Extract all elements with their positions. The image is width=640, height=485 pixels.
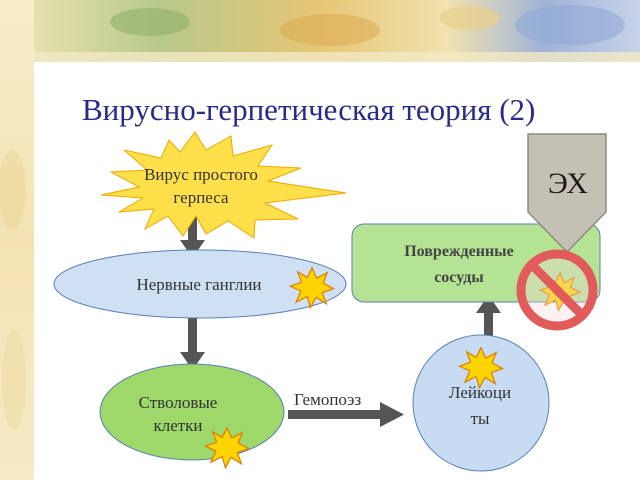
slide-title: Вирусно-герпетическая теория (2): [82, 92, 536, 127]
stem-cells-node: [99, 363, 285, 461]
arrow-virus-to-ganglia: [180, 215, 205, 258]
arrow-stem-to-leukocytes: [288, 402, 404, 427]
arrow-leukocytes-to-vessels: [476, 295, 501, 348]
damaged-vessels-label-line2: сосуды: [434, 269, 484, 286]
virus-label-line2: герпеса: [173, 188, 229, 207]
leukocytes-label-line2: ты: [471, 409, 490, 428]
leukocytes-label-line1: Лейкоци: [449, 383, 511, 402]
ganglia-node: [53, 249, 347, 319]
starburst-ganglia: [288, 266, 336, 310]
virus-starburst: [100, 131, 347, 239]
starburst-stem-cells: [203, 426, 251, 470]
prohibition-icon: [516, 249, 598, 331]
damaged-vessels-label-line1: Поврежденные: [404, 243, 514, 260]
cholesterol-label: ЭХ: [548, 167, 588, 200]
leukocytes-node: [412, 334, 550, 472]
ganglia-label: Нервные ганглии: [136, 275, 261, 294]
hemopoiesis-label: Гемопоэз: [294, 390, 361, 409]
arrow-ganglia-to-stem: [180, 310, 205, 370]
stem-cells-label-line1: Стволовые: [139, 393, 218, 412]
cholesterol-marker: [527, 133, 607, 254]
damaged-vessels-node: [351, 223, 601, 303]
stem-cells-label-line2: клетки: [153, 416, 202, 435]
starburst-leukocytes: [457, 346, 505, 390]
virus-label-line1: Вирус простого: [144, 165, 258, 184]
